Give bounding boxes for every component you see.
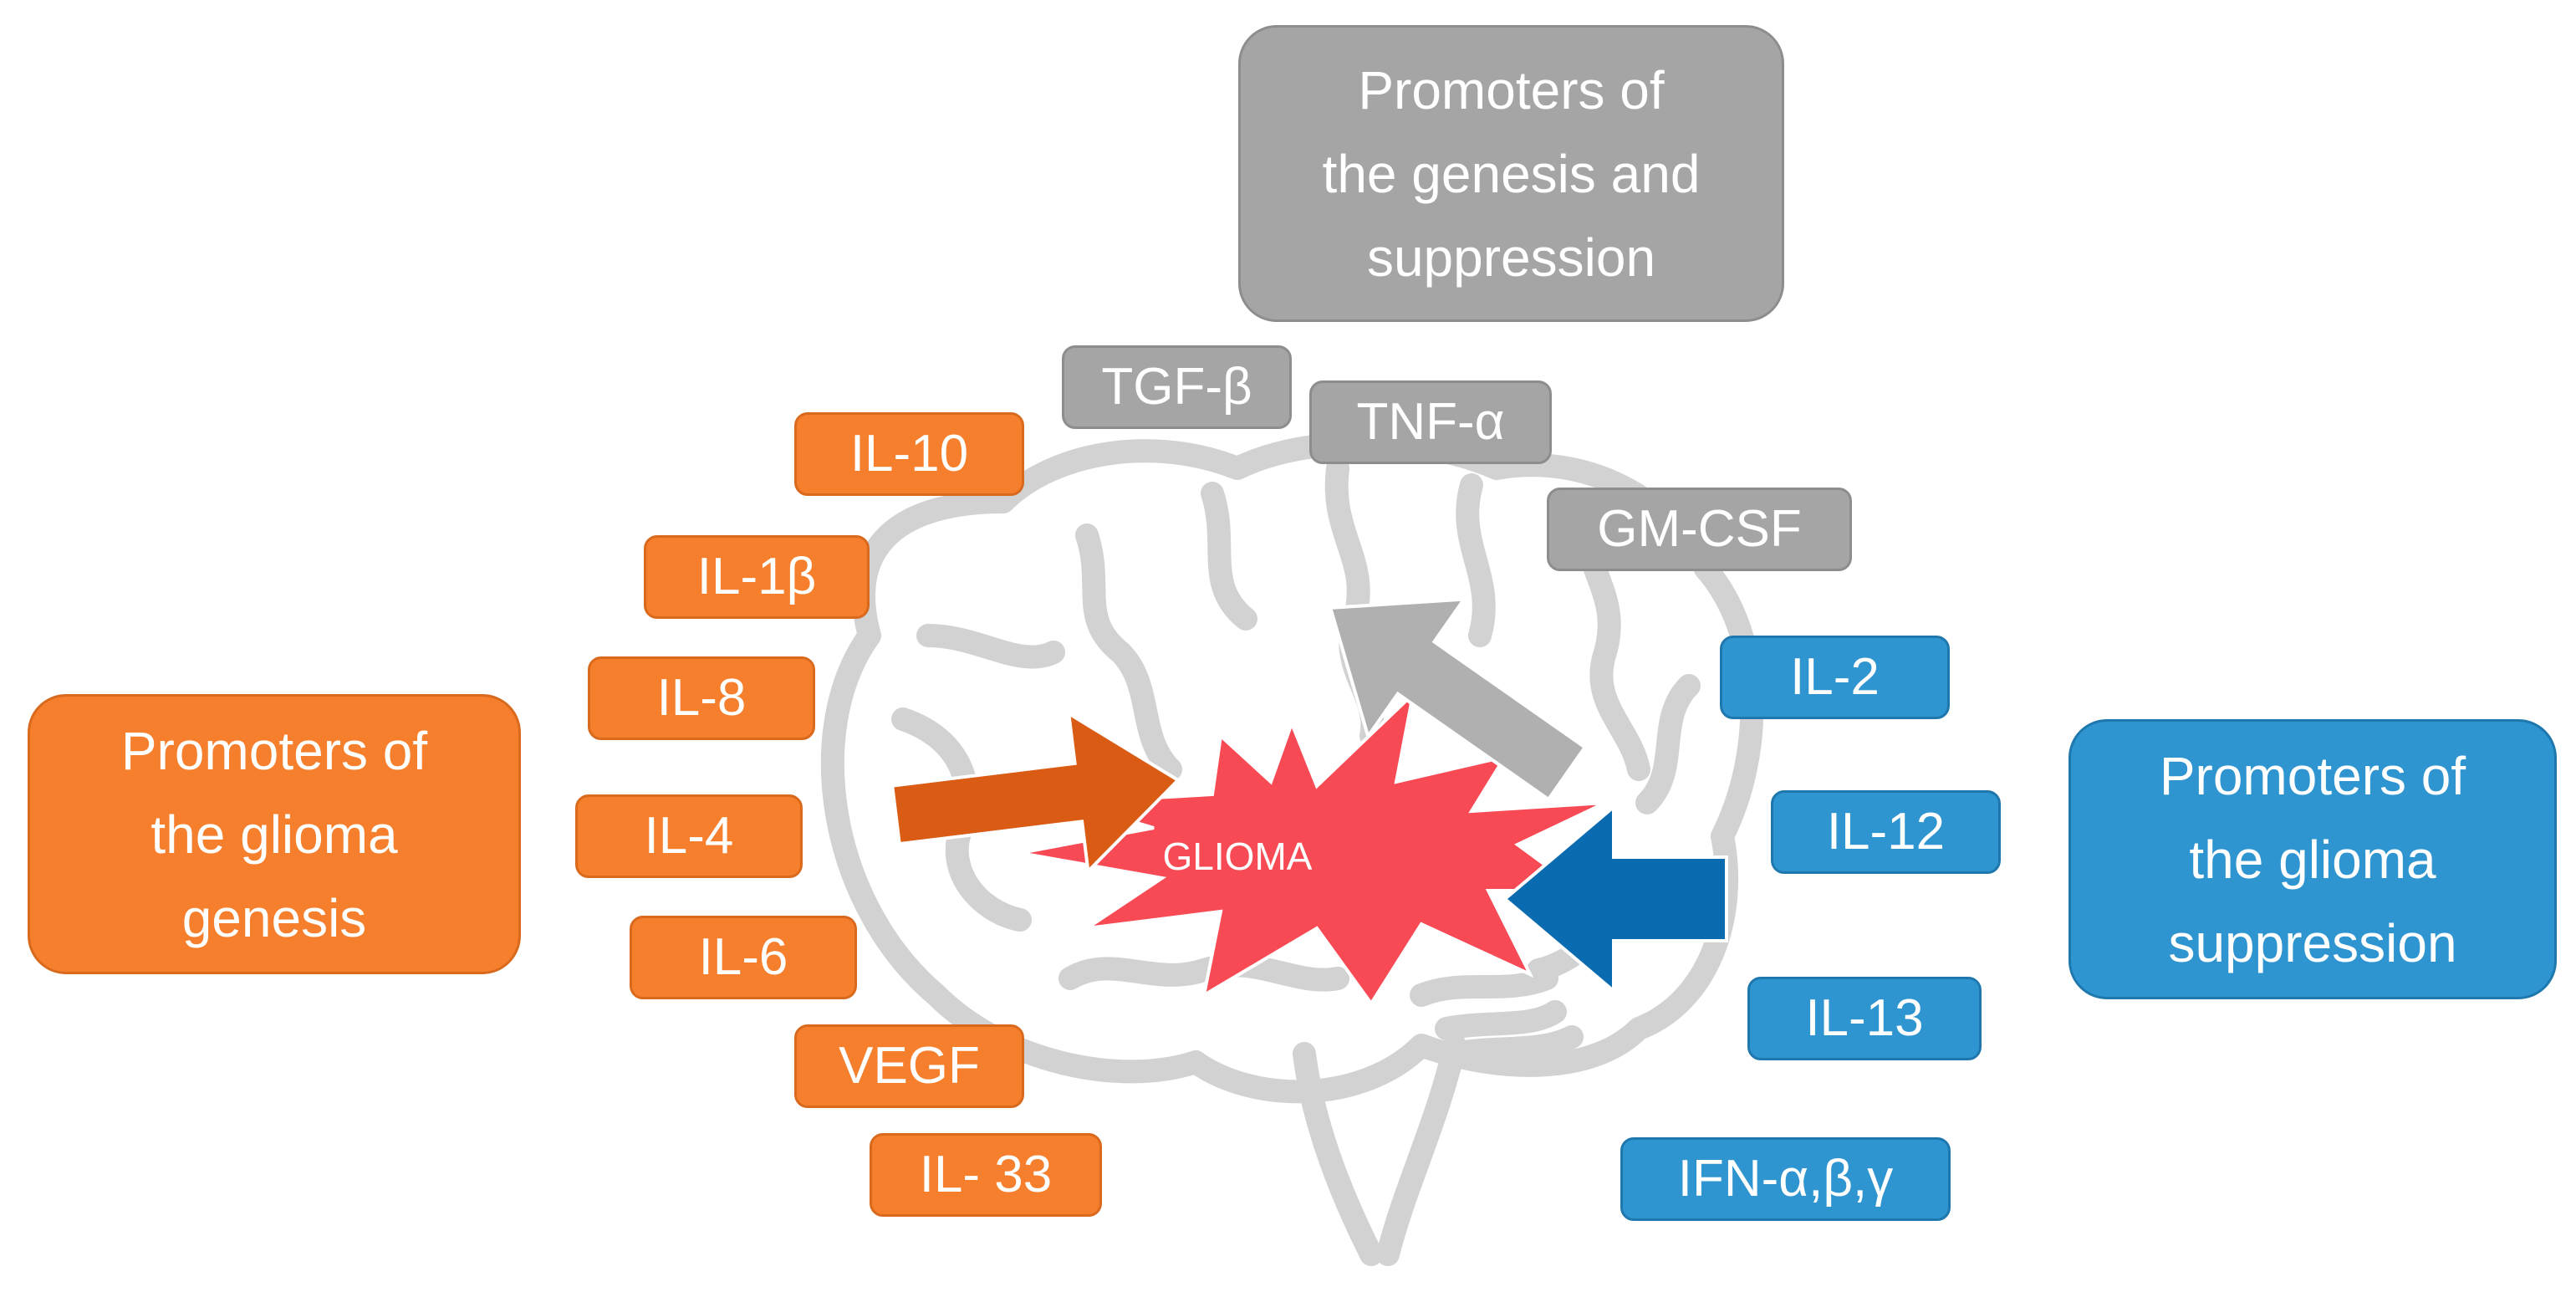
cytokine-tag-tgf-b: TGF-β — [1062, 345, 1292, 429]
glioma-label: GLIOMA — [1162, 835, 1313, 878]
cytokine-tag-il-2: IL-2 — [1720, 636, 1950, 719]
cytokine-tag-il-6: IL-6 — [630, 916, 857, 999]
cytokine-tag-il-10: IL-10 — [794, 412, 1024, 496]
cytokine-tag-il-33: IL- 33 — [870, 1133, 1102, 1217]
cytokine-tag-il-12: IL-12 — [1771, 790, 2001, 874]
genesis-promoters-box: Promoters of the glioma genesis — [28, 694, 521, 974]
cytokine-tag-ifn: IFN-α,β,γ — [1620, 1137, 1951, 1221]
cytokine-tag-tnf-a: TNF-α — [1309, 380, 1552, 464]
cytokine-tag-il-1b: IL-1β — [644, 535, 870, 619]
cytokine-tag-gm-csf: GM-CSF — [1547, 488, 1852, 571]
cytokine-tag-il-4: IL-4 — [575, 794, 803, 878]
cytokine-tag-il-13: IL-13 — [1747, 977, 1982, 1060]
genesis-and-suppression-promoters-box: Promoters of the genesis and suppression — [1238, 25, 1784, 322]
blue-arrow-icon — [1502, 803, 1728, 995]
suppression-promoters-box: Promoters of the glioma suppression — [2068, 719, 2557, 999]
orange-arrow-icon — [890, 710, 1181, 876]
cytokine-tag-il-8: IL-8 — [588, 656, 815, 740]
cytokine-tag-vegf: VEGF — [794, 1024, 1024, 1108]
gray-arrow-icon — [1328, 597, 1588, 802]
